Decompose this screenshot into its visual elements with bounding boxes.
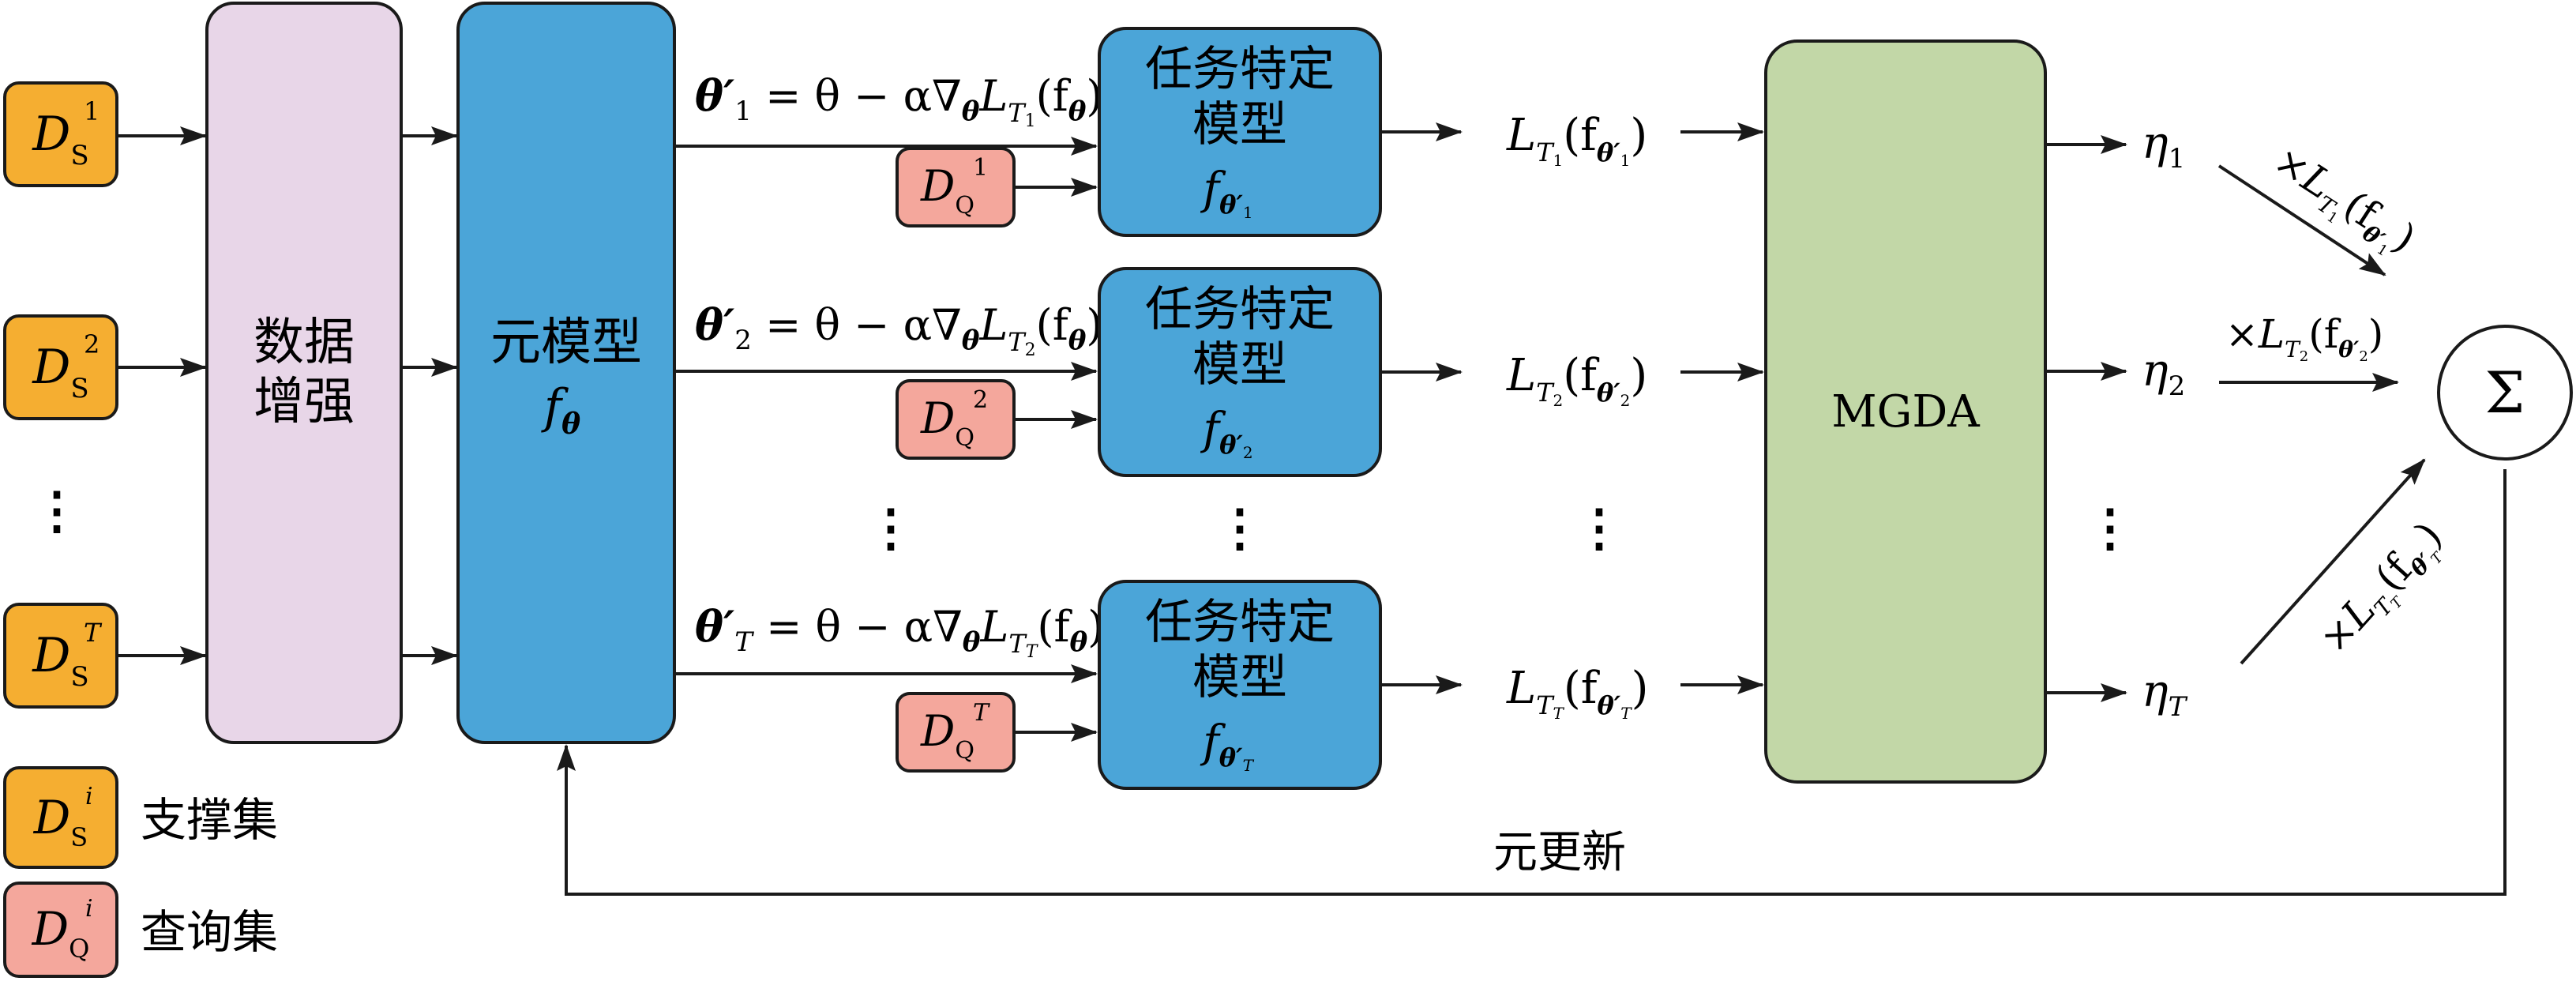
mgda-label: MGDA: [1831, 386, 1980, 438]
svg-text:DQ: DQ: [32, 902, 90, 964]
eta-2: η2: [2142, 345, 2185, 402]
svg-text:×LTT(fθ′T): ×LTT(fθ′T): [2311, 513, 2457, 667]
svg-text:i: i: [85, 895, 93, 923]
query-set-2: DQ 2: [896, 379, 1098, 460]
svg-text:任务特定: 任务特定: [1145, 282, 1335, 337]
svg-text:DS: DS: [32, 340, 88, 404]
update-dots: ⋮: [866, 498, 916, 558]
weight-2: ×LT2(fθ′2): [2225, 311, 2383, 365]
svg-text:×LT2(fθ′2): ×LT2(fθ′2): [2225, 311, 2383, 365]
meta-update-loop: [557, 469, 2507, 896]
svg-text:模型: 模型: [1192, 337, 1287, 393]
weight-T: ×LTT(fθ′T): [2311, 513, 2457, 667]
svg-text:LT2(fθ′2): LT2(fθ′2): [1506, 350, 1647, 410]
svg-text:θ′1 = θ − α∇θLT1(fθ): θ′1 = θ − α∇θLT1(fθ): [695, 70, 1102, 131]
svg-text:DS: DS: [32, 628, 88, 693]
svg-text:任务特定: 任务特定: [1145, 42, 1335, 97]
legend-support-label: 支撑集: [141, 793, 278, 847]
loss-T: LTT(fθ′T): [1506, 663, 1648, 723]
support-set-T: DS T: [3, 603, 118, 709]
support-dots: ⋮: [32, 481, 82, 540]
svg-text:i: i: [85, 783, 93, 810]
support-arrows: [118, 126, 207, 665]
augment-line2: 增强: [253, 373, 355, 431]
update-row-2: θ′2 = θ − α∇θLT2(fθ): [676, 299, 1102, 381]
svg-text:fθ′1: fθ′1: [1200, 164, 1252, 222]
query-set-1: DQ 1: [896, 147, 1098, 227]
svg-text:DQ: DQ: [920, 706, 974, 765]
svg-text:DQ: DQ: [920, 161, 974, 220]
task-model-2: 任务特定 模型 fθ′2: [1098, 267, 1382, 477]
svg-text:模型: 模型: [1192, 97, 1287, 152]
svg-text:LT1(fθ′1): LT1(fθ′1): [1506, 110, 1647, 170]
augment-arrows: [403, 126, 458, 665]
support-set-T-sup: T: [84, 618, 103, 648]
svg-text:θ′2 = θ − α∇θLT2(fθ): θ′2 = θ − α∇θLT2(fθ): [695, 299, 1102, 360]
query-set-1-sup: 1: [973, 154, 988, 182]
meta-update-label: 元更新: [1493, 827, 1626, 878]
sum-symbol: Σ: [2485, 359, 2525, 426]
support-set-1-sup: 1: [84, 96, 100, 126]
query-set-T-sup: T: [973, 699, 990, 727]
loss-1: LT1(fθ′1): [1506, 110, 1647, 170]
loss-dots: ⋮: [1574, 498, 1624, 558]
mgda-box: MGDA: [1764, 39, 2047, 784]
svg-text:DS: DS: [33, 791, 88, 852]
meta-model-title: 元模型: [490, 314, 642, 372]
mgda-eta-arrows: [2047, 135, 2127, 702]
legend-query: DQ i 查询集: [3, 882, 278, 978]
support-set-2: DS 2: [3, 314, 118, 420]
eta-1: η1: [2142, 118, 2185, 175]
query-set-T: DQ T: [896, 692, 1098, 773]
svg-text:LTT(fθ′T): LTT(fθ′T): [1506, 663, 1648, 723]
support-set-2-sup: 2: [84, 329, 100, 359]
loss-mgda-arrows: [1680, 122, 1764, 694]
meta-model-box: 元模型 fθ: [456, 2, 676, 744]
svg-text:任务特定: 任务特定: [1145, 595, 1335, 650]
task-dots: ⋮: [1215, 498, 1265, 558]
update-row-1: θ′1 = θ − α∇θLT1(fθ): [676, 70, 1102, 156]
sum-node: Σ: [2437, 325, 2573, 461]
query-set-2-sup: 2: [973, 386, 988, 414]
task-model-T: 任务特定 模型 fθ′T: [1098, 580, 1382, 790]
svg-text:θ′T = θ − α∇θLTT(fθ): θ′T = θ − α∇θLTT(fθ): [695, 601, 1104, 662]
svg-text:DQ: DQ: [920, 393, 974, 452]
eta-T: ηT: [2142, 666, 2188, 723]
svg-text:DS: DS: [32, 107, 88, 171]
eta-dots: ⋮: [2085, 498, 2135, 558]
weight-arrows: [2217, 164, 2426, 665]
task-model-1: 任务特定 模型 fθ′1: [1098, 27, 1382, 237]
support-set-1: DS 1: [3, 81, 118, 187]
svg-text:模型: 模型: [1192, 650, 1287, 705]
augment-box: 数据 增强: [205, 2, 403, 744]
legend-query-label: 查询集: [141, 905, 278, 959]
legend-support: DS i 支撑集: [3, 766, 278, 869]
augment-line1: 数据: [253, 314, 355, 372]
loss-2: LT2(fθ′2): [1506, 350, 1647, 410]
update-row-T: θ′T = θ − α∇θLTT(fθ): [676, 601, 1104, 683]
task-loss-arrows: [1382, 122, 1463, 694]
